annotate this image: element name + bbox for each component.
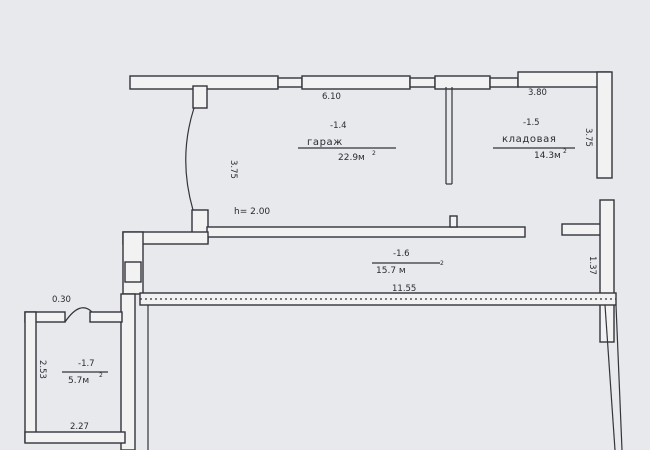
lower-area-right-edge <box>604 304 616 450</box>
garage-number: -1.4 <box>330 121 347 131</box>
garage-area: 22.9м <box>338 153 365 163</box>
right-wall-upper <box>596 71 613 179</box>
storage-area-unit-sup: 2 <box>563 148 567 155</box>
middle-wall <box>206 226 526 238</box>
dim-corridor-length: 11.55 <box>392 284 416 294</box>
dim-corridor-height: 1.37 <box>587 256 597 275</box>
small-room-door-swing <box>64 307 93 323</box>
dim-small-bottom: 2.27 <box>70 422 89 432</box>
small-room-left-wall <box>24 311 37 443</box>
storage-area: 14.3м <box>534 151 561 161</box>
small-room-bottom-wall <box>24 431 126 444</box>
window-1 <box>277 77 303 88</box>
top-wall-right-b <box>517 71 611 88</box>
garage-jamb-top <box>192 85 208 109</box>
middle-wall-right <box>561 223 602 236</box>
dim-top-left: 6.10 <box>322 92 341 102</box>
middle-wall-stub <box>449 215 458 228</box>
small-room-area-unit-sup: 2 <box>99 372 103 379</box>
ceiling-height: h= 2.00 <box>234 207 270 217</box>
corridor-number: -1.6 <box>393 249 410 259</box>
dim-small-height: 2.53 <box>37 360 47 379</box>
dim-storage-height: 3.75 <box>583 128 593 147</box>
storage-number: -1.5 <box>523 118 540 128</box>
top-wall-right-a <box>434 75 491 90</box>
dim-top-right: 3.80 <box>528 88 547 98</box>
garage-door-swing <box>185 107 195 211</box>
small-room-area: 5.7м <box>68 376 89 386</box>
dim-small-top: 0.30 <box>52 295 71 305</box>
right-wall-middle <box>599 199 615 343</box>
small-room-number: -1.7 <box>78 359 95 369</box>
corridor-window <box>124 261 142 283</box>
garage-name: гараж <box>307 137 343 148</box>
corridor-area: 15.7 м <box>376 266 406 276</box>
garage-area-unit-sup: 2 <box>372 150 376 157</box>
corridor-area-unit-sup: 2 <box>440 260 444 267</box>
window-2 <box>409 77 436 88</box>
window-3 <box>489 77 519 88</box>
storage-name: кладовая <box>502 134 556 145</box>
lower-left-wall <box>120 293 136 450</box>
small-room-top-wall-right <box>89 311 123 323</box>
dim-garage-height: 3.75 <box>228 160 238 179</box>
top-wall-middle <box>301 75 411 90</box>
